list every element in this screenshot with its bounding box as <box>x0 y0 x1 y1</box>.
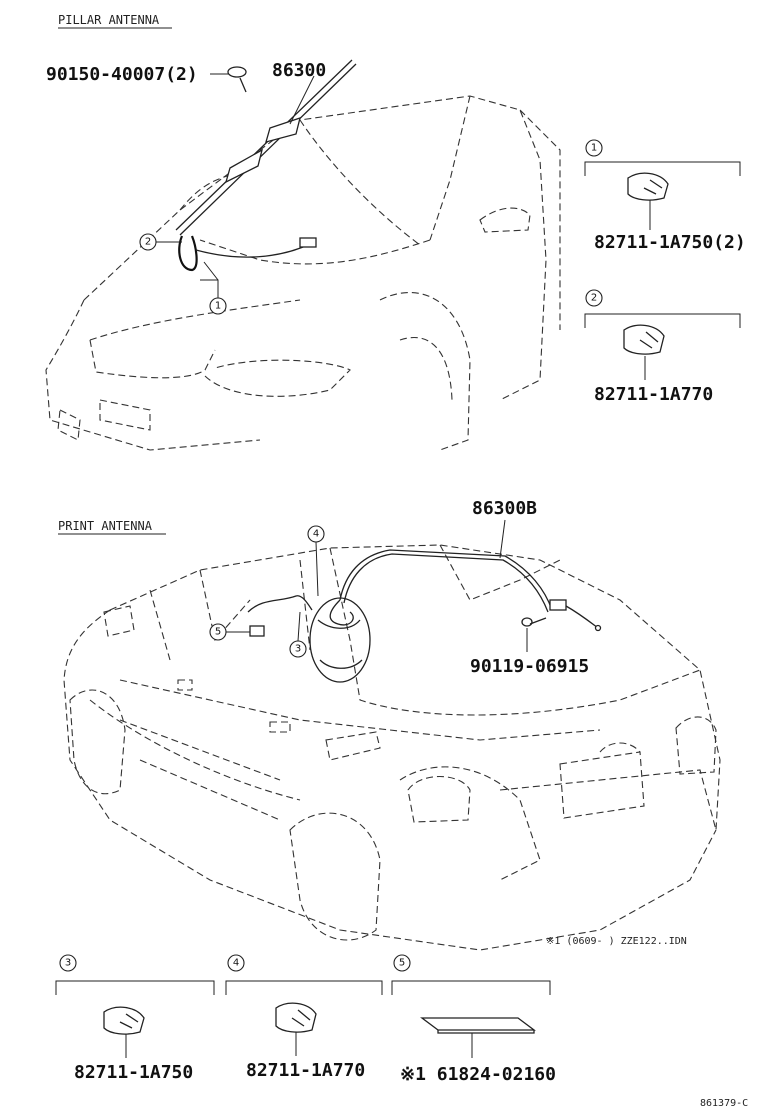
detail-4: 4 82711-1A770 <box>225 954 383 1081</box>
pillar-antenna-section: PILLAR ANTENNA 90150-40007(2) 86300 <box>45 13 561 451</box>
svg-text:5: 5 <box>215 627 221 638</box>
svg-text:3: 3 <box>295 644 301 655</box>
detail-2-part-number[interactable]: 82711-1A770 <box>594 384 713 405</box>
callout-2[interactable]: 2 <box>139 233 182 251</box>
svg-text:2: 2 <box>591 293 597 304</box>
detail-3-part-number[interactable]: 82711-1A750 <box>74 1062 193 1083</box>
svg-text:5: 5 <box>399 958 405 969</box>
print-antenna-part-number[interactable]: 86300B <box>472 498 537 519</box>
print-antenna-section: PRINT ANTENNA 86300B 90119-06915 <box>58 498 721 951</box>
bolt-part-number[interactable]: 90119-06915 <box>470 656 589 677</box>
antenna-part-number[interactable]: 86300 <box>272 60 326 81</box>
print-antenna-drawing <box>247 519 602 683</box>
detail-1: 1 82711-1A750(2) <box>584 139 746 253</box>
callout-1[interactable]: 1 <box>200 261 227 315</box>
clip-82711-1a770-drawing-b <box>275 1002 317 1033</box>
svg-text:1: 1 <box>215 301 221 312</box>
pillar-antenna-title: PILLAR ANTENNA <box>58 13 160 27</box>
clip-82711-1a750-drawing <box>627 172 669 201</box>
callout-5[interactable]: 5 <box>209 623 265 641</box>
figure-code: 861379-C <box>700 1098 748 1109</box>
svg-text:4: 4 <box>313 529 319 540</box>
detail-5-part-number[interactable]: ※1 61824-02160 <box>400 1064 556 1085</box>
svg-text:2: 2 <box>145 237 151 248</box>
applicability-note: ※1 (0609- ) ZZE122..IDN <box>546 936 687 947</box>
svg-text:3: 3 <box>65 958 71 969</box>
front-car-outline <box>45 95 561 451</box>
clip-82711-1a750-drawing-b <box>103 1006 145 1035</box>
callout-3[interactable]: 3 <box>289 611 307 658</box>
detail-4-part-number[interactable]: 82711-1A770 <box>246 1060 365 1081</box>
detail-2: 2 82711-1A770 <box>584 289 741 405</box>
pillar-antenna-drawing <box>175 59 357 272</box>
screw-part-number[interactable]: 90150-40007(2) <box>46 64 198 85</box>
bolt-drawing <box>521 617 547 652</box>
screw-drawing <box>210 66 247 93</box>
detail-3: 3 82711-1A750 <box>55 954 215 1083</box>
detail-5: 5 ※1 61824-02160 <box>391 954 556 1085</box>
svg-text:4: 4 <box>233 958 239 969</box>
film-61824-02160-drawing <box>420 1017 536 1034</box>
detail-1-part-number[interactable]: 82711-1A750(2) <box>594 232 746 253</box>
svg-text:1: 1 <box>591 143 597 154</box>
print-antenna-title: PRINT ANTENNA <box>58 519 153 533</box>
rear-car-outline <box>63 544 721 951</box>
clip-82711-1a770-drawing <box>623 324 665 355</box>
callout-4[interactable]: 4 <box>307 525 325 597</box>
